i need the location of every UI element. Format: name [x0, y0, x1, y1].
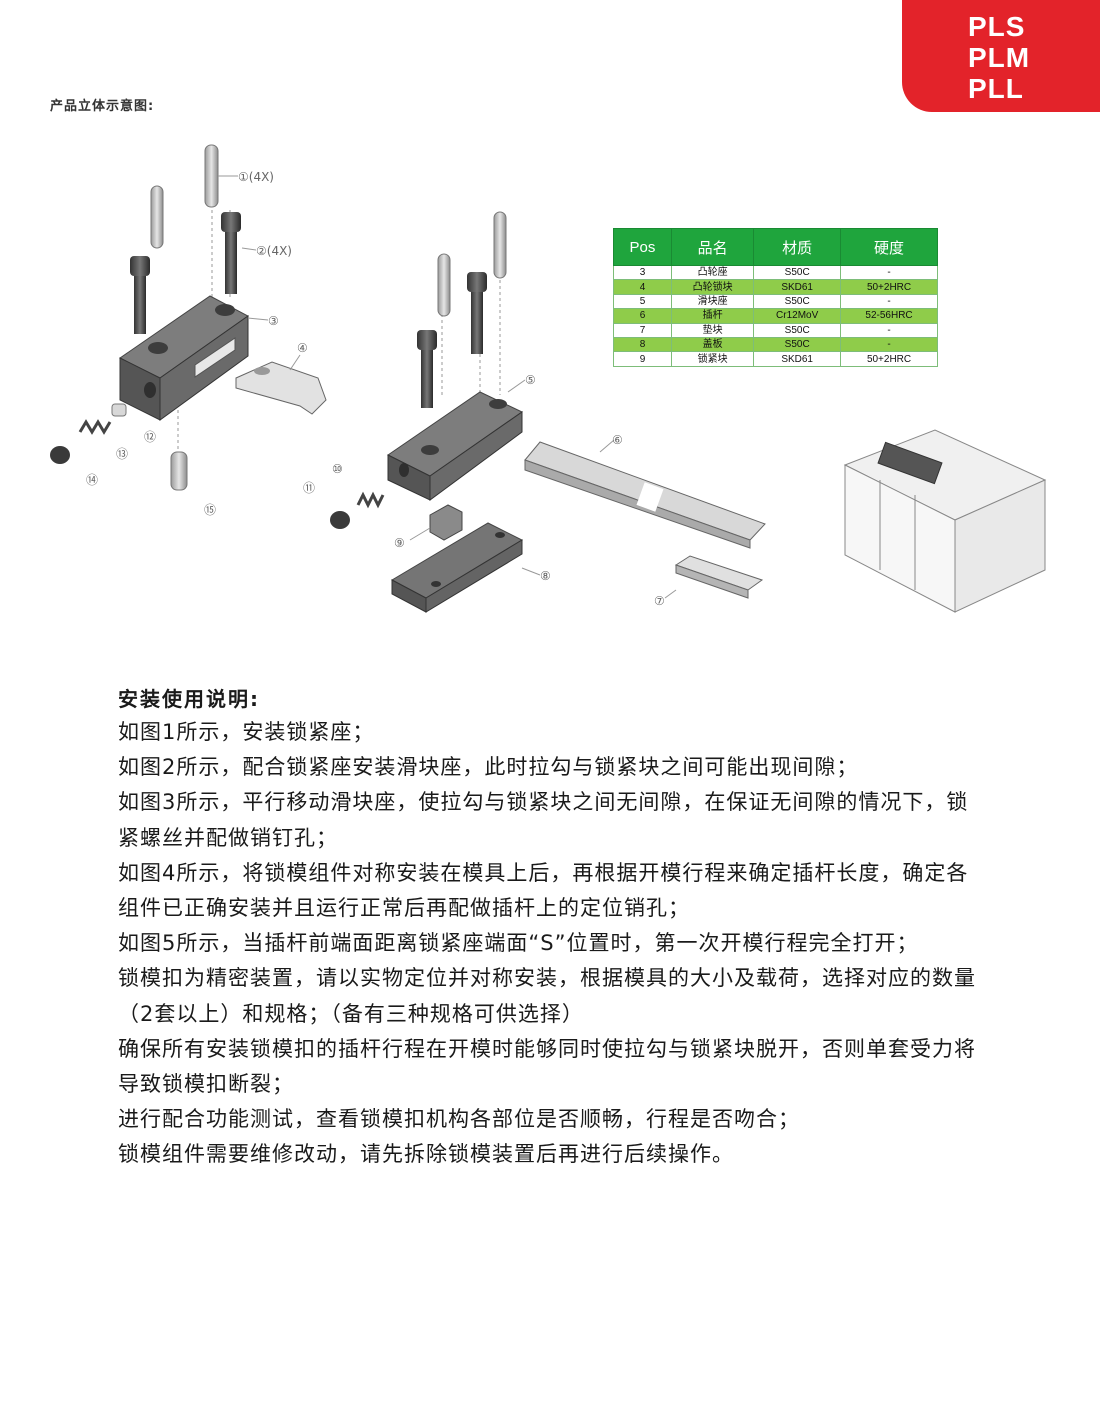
instruction-step: 如图5所示，当插杆前端面距离锁紧座端面“S”位置时，第一次开模行程完全打开； [118, 931, 919, 956]
cell-material: S50C [753, 322, 842, 338]
header-pos: Pos [613, 228, 672, 266]
assembled-mold-view [843, 429, 1047, 613]
cell-name: 锁紧块 [670, 351, 755, 367]
callout-4: ④ [297, 341, 308, 355]
cell-material: S50C [753, 264, 842, 281]
header-hardness: 硬度 [840, 228, 938, 266]
cell-pos: 5 [613, 293, 672, 310]
instruction-step: 确保所有安装锁模扣的插杆行程在开模时能够同时使拉勾与锁紧块脱开，否则单套受力将导… [118, 1036, 976, 1097]
cell-pos: 3 [613, 264, 672, 281]
series-badge: PLS PLM PLL [902, 0, 1100, 112]
instruction-step: 锁模组件需要维修改动，请先拆除锁模装置后再进行后续操作。 [118, 1142, 734, 1167]
series-pls: PLS [968, 11, 1026, 42]
callout-12: ⑫ [144, 430, 156, 444]
table-header-row: Pos 品名 材质 硬度 [613, 228, 938, 266]
callout-6: ⑥ [612, 433, 623, 447]
cell-hardness: - [840, 293, 938, 310]
table-row: 8 盖板 S50C - [613, 336, 938, 353]
cell-hardness: 50+2HRC [840, 279, 938, 295]
callout-7: ⑦ [654, 594, 665, 608]
cell-material: SKD61 [753, 351, 842, 367]
table-row: 3 凸轮座 S50C - [613, 264, 938, 281]
callout-1: ①(4X) [238, 170, 274, 184]
callout-14: ⑭ [86, 473, 98, 487]
table-row: 7 垫块 S50C - [613, 322, 938, 338]
cell-name: 盖板 [670, 336, 755, 353]
instruction-step: 如图1所示，安装锁紧座； [118, 720, 375, 744]
screw-part-2 [130, 212, 487, 408]
cell-material: Cr12MoV [753, 308, 842, 324]
cell-hardness: - [840, 336, 938, 353]
cell-hardness: - [840, 264, 938, 281]
spacer-part-7 [674, 555, 764, 599]
callout-10: ⑩ [332, 462, 343, 476]
table-row: 5 滑块座 S50C - [613, 293, 938, 310]
cell-pos: 4 [613, 279, 672, 295]
cell-material: S50C [753, 293, 842, 310]
instruction-step: 如图2所示，配合锁紧座安装滑块座，此时拉勾与锁紧块之间可能出现间隙； [118, 755, 859, 780]
cover-plate-part-8 [390, 522, 524, 613]
table-row: 9 锁紧块 SKD61 50+2HRC [613, 351, 938, 367]
lock-block-part-9 [429, 504, 463, 541]
spring-parts-right [330, 491, 385, 529]
cell-pos: 7 [613, 322, 672, 338]
instruction-step: 锁模扣为精密装置，请以实物定位并对称安装，根据模具的大小及载荷，选择对应的数量（… [118, 966, 976, 1026]
instruction-step: 进行配合功能测试，查看锁模扣机构各部位是否顺畅，行程是否吻合； [118, 1107, 800, 1132]
instruction-step: 如图3所示，平行移动滑块座，使拉勾与锁紧块之间无间隙，在保证无间隙的情况下，锁紧… [118, 790, 969, 850]
table-row: 6 插杆 Cr12MoV 52-56HRC [613, 308, 938, 324]
callout-15: ⑮ [204, 503, 216, 517]
cell-name: 垫块 [670, 322, 755, 338]
cell-name: 滑块座 [670, 293, 755, 310]
header-material: 材质 [753, 228, 842, 266]
callout-5: ⑤ [525, 373, 536, 387]
cell-pos: 8 [613, 336, 672, 353]
parts-spec-table: Pos 品名 材质 硬度 3 凸轮座 S50C - 4 凸轮锁块 SKD61 5… [613, 228, 938, 367]
cam-lock-part-4 [235, 361, 327, 415]
cell-pos: 9 [613, 351, 672, 367]
slider-seat-part-5 [387, 391, 523, 501]
callout-2: ②(4X) [256, 244, 292, 258]
cell-hardness: 52-56HRC [840, 308, 938, 324]
instructions-heading: 安装使用说明: [118, 687, 260, 711]
callout-9: ⑨ [394, 536, 405, 550]
callout-11: ⑪ [303, 481, 315, 495]
series-plm: PLM [968, 42, 1031, 73]
diagram-title: 产品立体示意图: [50, 99, 155, 114]
series-pll: PLL [968, 73, 1024, 104]
cell-name: 凸轮锁块 [670, 279, 755, 295]
cell-hardness: 50+2HRC [840, 351, 938, 367]
callout-leaders [218, 175, 677, 599]
insert-rod-part-6 [524, 441, 766, 549]
cell-hardness: - [840, 322, 938, 338]
instruction-step: 如图4所示，将锁模组件对称安装在模具上后，再根据开模行程来确定插杆长度，确定各组… [118, 860, 969, 921]
callout-13: ⑬ [116, 447, 128, 461]
header-name: 品名 [670, 228, 755, 266]
callout-3: ③ [268, 314, 279, 328]
cell-material: S50C [753, 336, 842, 353]
cell-pos: 6 [613, 308, 672, 324]
pin-part-15 [170, 451, 188, 491]
exploded-view-diagram: ①(4X) ②(4X) ③ ④ ⑤ ⑥ ⑦ ⑧ ⑨ ⑩ ⑪ ⑫ ⑬ ⑭ ⑮ [50, 144, 1047, 613]
cell-name: 凸轮座 [670, 264, 755, 281]
table-row: 4 凸轮锁块 SKD61 50+2HRC [613, 279, 938, 295]
cell-name: 插杆 [670, 308, 755, 324]
spring-parts-left [50, 403, 127, 464]
cell-material: SKD61 [753, 279, 842, 295]
callout-8: ⑧ [540, 569, 551, 583]
installation-instructions: 安装使用说明: 如图1所示，安装锁紧座； 如图2所示，配合锁紧座安装滑块座，此时… [118, 683, 988, 1173]
cam-seat-part-3 [119, 295, 249, 421]
pin-part-1 [150, 144, 507, 317]
